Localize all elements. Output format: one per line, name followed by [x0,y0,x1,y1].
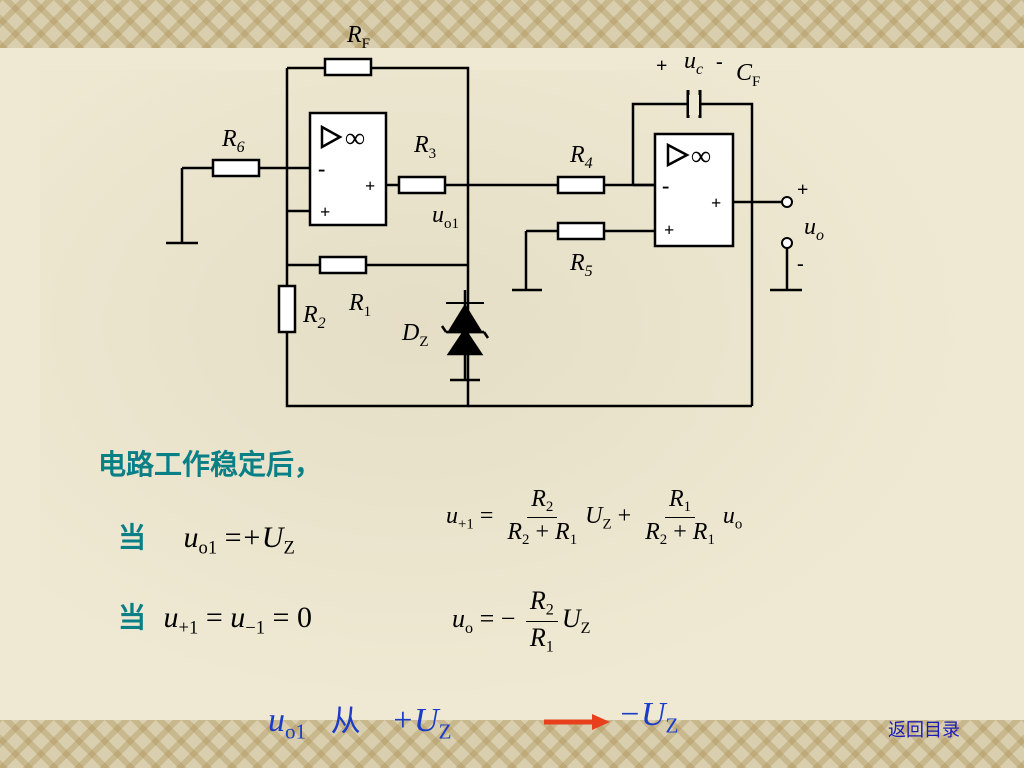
opamp-2-triangle [666,142,690,168]
svg-text:R3: R3 [413,132,436,162]
fraction-r2-over-r2r1: R2 R2 + R1 [507,486,578,549]
opamp-1-symbols: ∞ - + + [318,123,375,222]
component-labels: RF R6 R3 R4 R5 R1 R2 DZ CF uc uo1 uo [221,22,824,350]
uc-minus: - [716,51,723,73]
circuit-diagram: ∞ - + + ∞ - + + RF R6 R3 R4 R5 R1 R2 DZ … [166,22,824,408]
transition-target: −UZ [618,696,679,738]
fraction-r2-over-r1: R2 R1 [525,586,558,656]
equation-1: 当 uo1 =+UZ [118,521,295,559]
opamp-2-symbols: ∞ - + + [662,141,721,240]
label-r3: R [413,132,429,158]
zener-diode [440,303,490,356]
output-terminal-minus [781,237,793,249]
resistor-r6 [211,158,261,178]
label-r6: R [221,126,237,152]
resistors [211,57,735,334]
equation-2: 当 u+1 = u−1 = 0 [118,601,312,639]
opamp-2-infinity: ∞ [691,141,711,172]
label-r1: R [348,290,364,316]
opamp-1-triangle [320,124,343,150]
fraction-r1-over-r2r1: R1 R2 + R1 [645,486,715,549]
svg-text:R1: R1 [348,290,371,320]
equation-2-prefix: 当 [118,601,147,634]
label-dz: D [401,320,419,346]
svg-text:uc: uc [684,48,703,78]
resistor-r3 [397,175,447,195]
label-uc: u [684,48,696,74]
polarity-marks: + - + - [656,51,808,275]
equation-1-prefix: 当 [118,521,147,554]
opamp-1-infinity: ∞ [345,123,365,154]
capacitor-cf [686,90,702,118]
capacitor-gap [689,95,699,115]
svg-text:uo1: uo1 [432,202,459,232]
opamp-2-plus-in: + [664,220,674,240]
label-r2: R [302,302,318,328]
background-watermark [40,70,980,710]
opamp-1-minus: - [318,156,325,181]
svg-text:R2: R2 [302,302,326,332]
label-r4: R [569,142,585,168]
label-uo1: u [432,202,444,228]
label-rf: R [346,22,362,48]
transition-statement: uo1 从 +UZ [268,702,452,744]
opamp-2-minus: - [662,173,669,198]
svg-text:R4: R4 [569,142,593,172]
uo-plus: + [797,179,808,201]
svg-text:CF: CF [736,60,760,90]
uo-minus: - [797,253,804,275]
zener-cathode [446,302,484,304]
back-to-contents-link[interactable]: 返回目录 [888,720,960,741]
bottom-decor-band [0,720,1024,768]
equation-3: u+1 = R2 R2 + R1 UZ + R1 R2 + R1 uo [446,486,743,549]
opamp-1-plus-out: + [365,176,375,196]
right-arrow-icon [544,714,610,730]
resistor-r1 [318,255,368,275]
svg-text:RF: RF [346,22,370,52]
output-terminal-plus [781,196,793,208]
uc-plus: + [656,55,667,77]
svg-text:R6: R6 [221,126,245,156]
label-r5: R [569,250,585,276]
svg-text:DZ: DZ [401,320,429,350]
from-text: 从 [330,704,361,739]
svg-text:uo: uo [804,214,824,244]
top-decor-band [0,0,1024,48]
resistor-r5 [556,221,606,241]
resistor-r2 [277,284,297,334]
resistor-rf [323,57,373,77]
svg-text:R5: R5 [569,250,593,280]
terminals [781,196,793,249]
label-cf: C [736,60,753,86]
resistor-r4 [556,175,606,195]
equation-4: uo = − R2 R1 UZ [452,586,591,656]
label-uo: u [804,214,816,240]
opamp-2-plus-out: + [711,193,721,213]
opamp-1-plus-in: + [320,202,330,222]
heading-text: 电路工作稳定后， [98,448,323,481]
